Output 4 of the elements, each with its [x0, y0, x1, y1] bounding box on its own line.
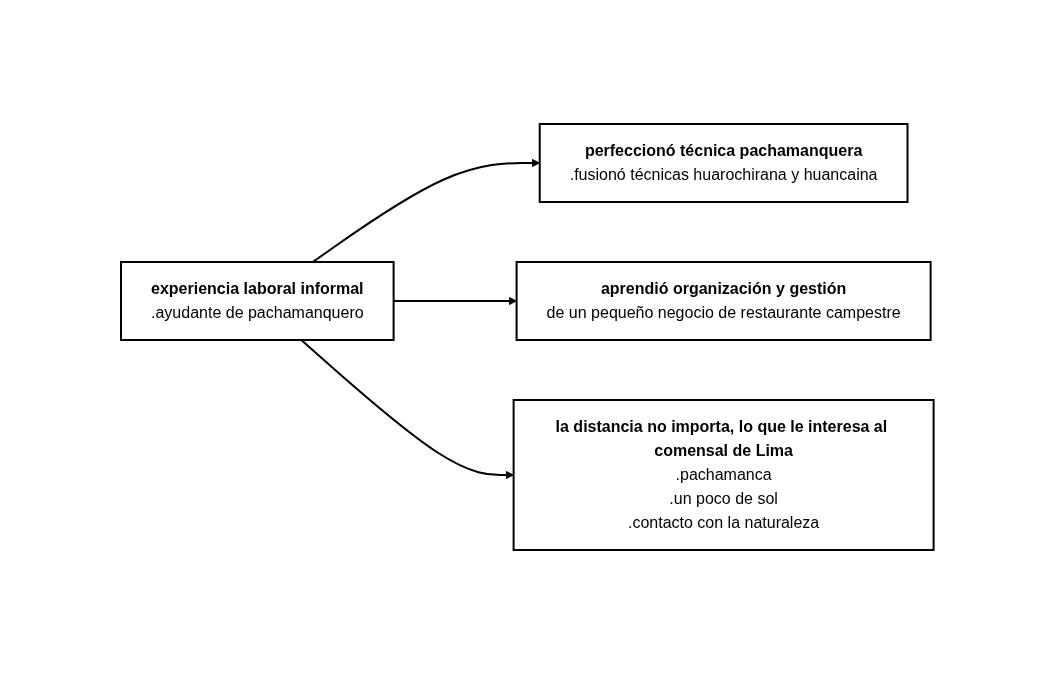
node-box: perfeccionó técnica pachamanquera .fusionó técnicas huarochirana y huancaina: [538, 122, 909, 203]
node-box: experiencia laboral informal .ayudante de pachamanquero: [120, 260, 395, 341]
node-box: aprendió organización y gestión de un pequeño negocio de restaurante campestre: [515, 260, 932, 341]
node-box: la distancia no importa, lo que le interesa al comensal de Lima .pachamanca .un poco de sol .contacto con la naturaleza: [512, 398, 935, 551]
